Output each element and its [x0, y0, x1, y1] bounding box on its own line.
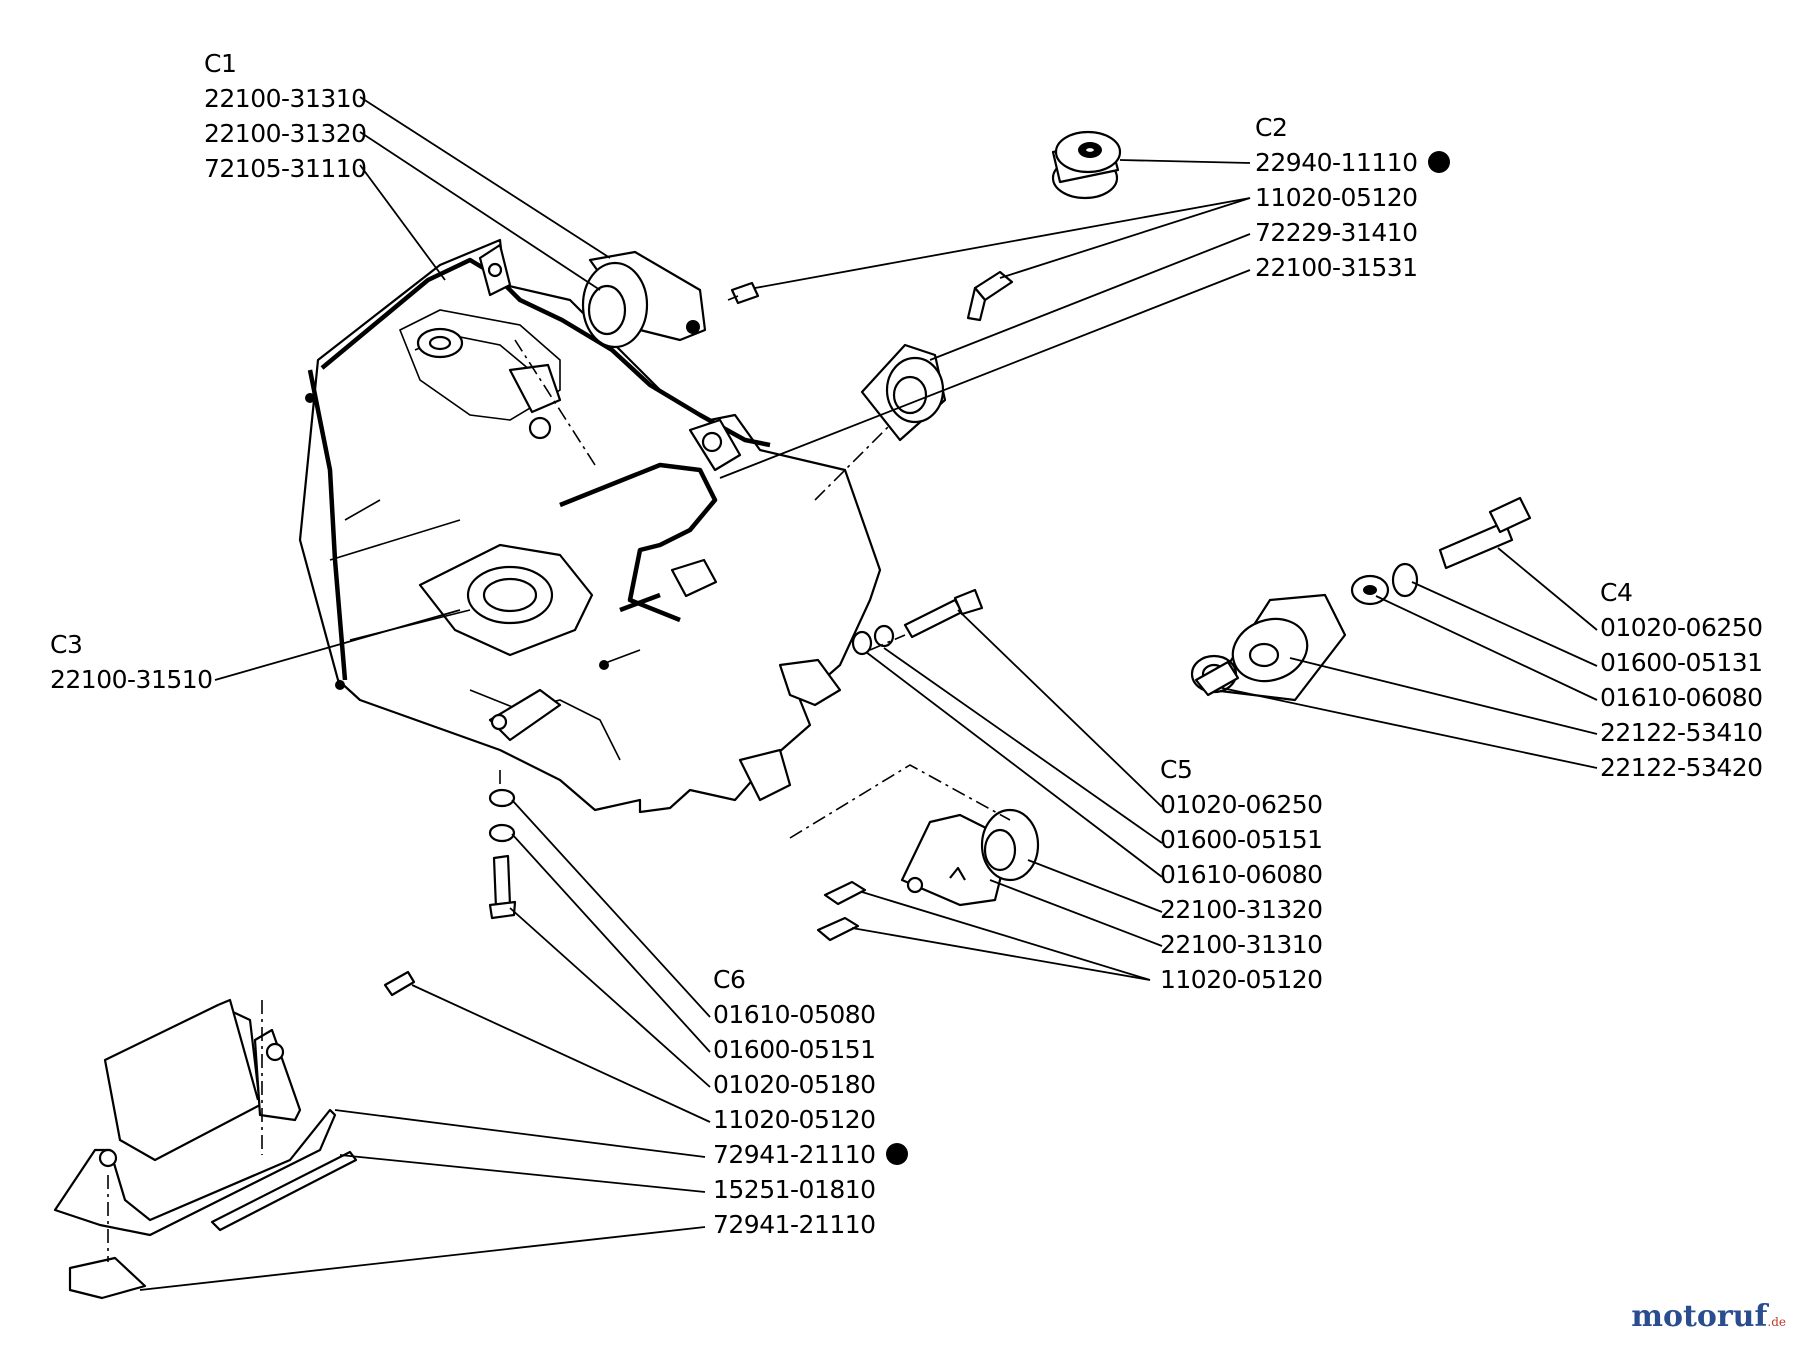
- mount-c5: [816, 808, 1040, 942]
- guard-plate-c6: [53, 998, 358, 1300]
- part-number: 22100-31320: [204, 119, 367, 148]
- part-number: 22122-53410: [1600, 718, 1763, 747]
- leader-lines: [139, 96, 1598, 1291]
- part-number: 22100-31320: [1160, 895, 1323, 924]
- grommet-c2: [1051, 130, 1122, 200]
- damper-c4: [1190, 496, 1532, 702]
- part-number-c6-4: 72941-21110: [713, 1137, 908, 1172]
- group-label-c4: C4: [1600, 578, 1633, 607]
- group-label-c2: C2: [1255, 113, 1288, 142]
- part-number: 01020-06250: [1160, 790, 1323, 819]
- group-label-c1: C1: [204, 49, 237, 78]
- bolt-c5: [851, 588, 984, 656]
- part-number: 22100-31310: [204, 84, 367, 113]
- bullet-dot-icon: [885, 1143, 908, 1165]
- group-label-c3: C3: [50, 630, 83, 659]
- part-number: 01610-06080: [1160, 860, 1323, 889]
- part-number: 22100-31531: [1255, 253, 1418, 282]
- mount-c1: [581, 250, 707, 349]
- part-number: 11020-05120: [713, 1105, 876, 1134]
- part-number: 11020-05120: [1160, 965, 1323, 994]
- screw-c2-upper: [727, 281, 760, 305]
- part-number: 22122-53420: [1600, 753, 1763, 782]
- part-number-c2-0: 22940-11110: [1255, 145, 1450, 180]
- screw-c2-side: [966, 270, 1014, 322]
- part-number: 72229-31410: [1255, 218, 1418, 247]
- part-number: 01610-06080: [1600, 683, 1763, 712]
- group-label-c6: C6: [713, 965, 746, 994]
- part-number: 01610-05080: [713, 1000, 876, 1029]
- watermark-logo: motoruf.de: [1631, 1299, 1786, 1334]
- alignment-lines: [499, 339, 1011, 839]
- part-number: 01600-05151: [1160, 825, 1323, 854]
- part-number: 01600-05131: [1600, 648, 1763, 677]
- part-number: 01020-05180: [713, 1070, 876, 1099]
- part-number: 01020-06250: [1600, 613, 1763, 642]
- part-number: 22100-31510: [50, 665, 213, 694]
- part-number: 72105-31110: [204, 154, 367, 183]
- bolt-c6: [383, 788, 517, 997]
- fuel-tank-housing: [298, 238, 882, 814]
- part-number: 11020-05120: [1255, 183, 1418, 212]
- part-number: 01600-05151: [713, 1035, 876, 1064]
- group-label-c5: C5: [1160, 755, 1193, 784]
- part-number: 72941-21110: [713, 1210, 876, 1239]
- bullet-dot-icon: [1427, 151, 1450, 173]
- part-number: 22100-31310: [1160, 930, 1323, 959]
- part-number: 15251-01810: [713, 1175, 876, 1204]
